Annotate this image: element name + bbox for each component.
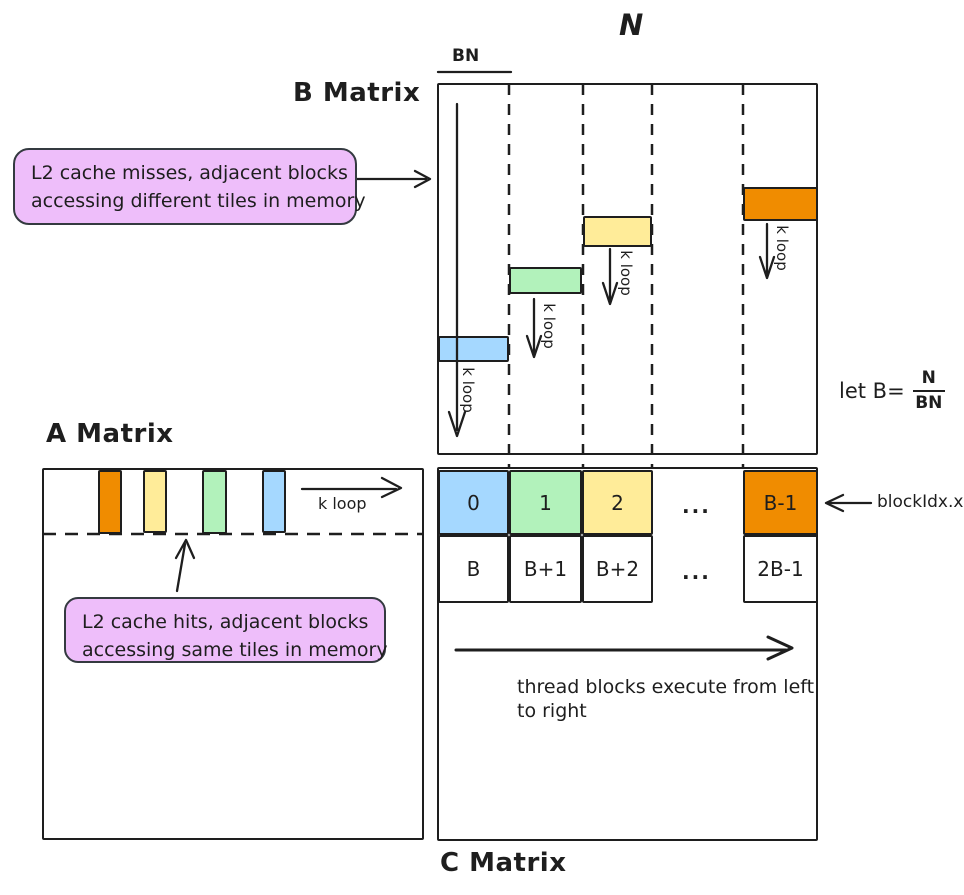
a-matrix-title: A Matrix: [46, 419, 174, 449]
c-row1-ellipsis: ...: [682, 494, 711, 518]
c-row2-ellipsis: ...: [682, 560, 711, 584]
formula-numerator: N: [912, 368, 945, 393]
c-block-1-label: 1: [539, 490, 552, 515]
c-block-1: 1: [509, 470, 582, 535]
c-block-b-label: B: [466, 557, 481, 581]
c-block-b: B: [438, 535, 509, 603]
c-block-2-label: 2: [611, 490, 624, 515]
b-kloop-label-yellow: k loop: [617, 250, 635, 296]
blockidx-arrow-icon: [824, 493, 873, 513]
c-block-b2: B+2: [582, 535, 653, 603]
l2-miss-callout: L2 cache misses, adjacent blocks accessi…: [13, 148, 366, 225]
a-tile-yellow: [143, 470, 167, 533]
c-block-0: 0: [438, 470, 509, 535]
b-matrix-rect: [437, 83, 818, 455]
b-matrix-title: B Matrix: [293, 78, 421, 108]
l2-hit-callout-line2: accessing same tiles in memory: [82, 638, 388, 661]
formula-let-b: let B= N BN: [839, 368, 945, 415]
l2-miss-callout-line2: accessing different tiles in memory: [31, 189, 366, 212]
l2-miss-callout-line1: L2 cache misses, adjacent blocks: [31, 162, 348, 184]
execution-order-note: thread blocks execute from left to right: [517, 676, 814, 724]
c-block-b1-label: B+1: [523, 557, 568, 581]
b-tile-green: [509, 267, 582, 294]
c-block-b-1: B-1: [743, 470, 818, 535]
c-block-b1: B+1: [509, 535, 582, 603]
a-kloop-label: k loop: [318, 494, 367, 513]
c-block-2b-1-label: 2B-1: [757, 557, 804, 581]
b-kloop-label-blue: k loop: [459, 367, 477, 413]
c-block-2b-1: 2B-1: [743, 535, 818, 603]
b-kloop-label-green: k loop: [540, 303, 558, 349]
a-matrix-rect: [42, 468, 424, 840]
a-tile-orange: [98, 470, 122, 534]
formula-denominator: BN: [915, 393, 943, 414]
a-tile-blue: [262, 470, 286, 533]
bn-dimension-label: BN: [452, 46, 480, 66]
execution-order-note-line1: thread blocks execute from left: [517, 676, 815, 698]
b-tile-yellow: [583, 216, 652, 247]
b-kloop-label-orange: k loop: [773, 225, 791, 271]
formula-lhs: let B=: [839, 379, 905, 404]
execution-order-note-line2: to right: [517, 699, 587, 722]
c-block-0-label: 0: [467, 490, 480, 515]
a-tile-green: [202, 470, 227, 534]
c-block-b-1-label: B-1: [763, 490, 798, 515]
c-block-b2-label: B+2: [595, 557, 640, 581]
b-tile-orange: [743, 187, 818, 221]
blockidx-label: blockIdx.x: [877, 492, 964, 512]
n-dimension-label: N: [619, 8, 644, 42]
l2-hit-callout: L2 cache hits, adjacent blocks accessing…: [64, 597, 388, 663]
c-matrix-title: C Matrix: [440, 848, 567, 878]
l2-miss-arrow-icon: [353, 169, 432, 189]
formula-fraction: N BN: [912, 368, 945, 415]
l2-hit-callout-line1: L2 cache hits, adjacent blocks: [82, 611, 369, 633]
c-block-2: 2: [582, 470, 653, 535]
c-matrix-rect: [437, 467, 818, 841]
